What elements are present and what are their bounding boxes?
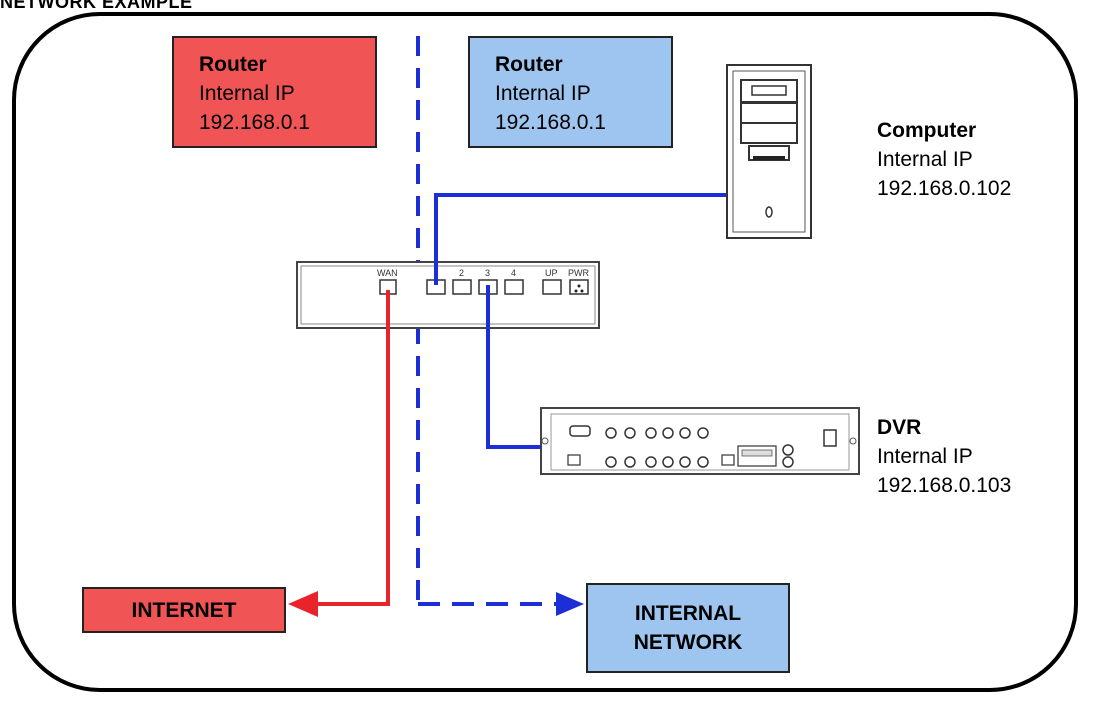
lan-cable-computer <box>434 193 726 285</box>
dvr-ip-label: Internal IP <box>877 445 973 468</box>
router-lan-label: Router Internal IP 192.168.0.1 <box>468 36 673 148</box>
computer-tower-icon <box>726 64 812 239</box>
computer-ip-label: Internal IP <box>877 148 973 171</box>
router-lan-ip-label: Internal IP <box>495 82 591 105</box>
arrow-left-icon <box>288 591 318 617</box>
router-wan-ip: 192.168.0.1 <box>199 111 310 134</box>
computer-title: Computer <box>877 119 977 142</box>
wan-cable-internet <box>316 290 390 606</box>
internal-network-box: INTERNAL NETWORK <box>586 583 790 673</box>
arrow-right-icon <box>556 592 584 616</box>
internal-network-line-1: INTERNAL <box>634 602 742 625</box>
internal-network-line-2: NETWORK <box>633 631 743 654</box>
lan-cable-dvr <box>486 285 541 449</box>
router-wan-label: Router Internal IP 192.168.0.1 <box>172 36 377 148</box>
router-wan-title: Router <box>199 53 267 76</box>
dvr-title: DVR <box>877 416 922 439</box>
network-switch-icon: WAN 2 3 4 UP PWR <box>296 261 600 329</box>
dvr-label: DVR Internal IP 192.168.0.103 <box>877 413 1011 500</box>
router-wan-ip-label: Internal IP <box>199 82 295 105</box>
diagram-frame <box>12 12 1078 692</box>
router-lan-title: Router <box>495 53 563 76</box>
port-label-2: 2 <box>459 268 464 278</box>
router-lan-ip: 192.168.0.1 <box>495 111 606 134</box>
port-label-3: 3 <box>485 268 490 278</box>
page-heading: NETWORK EXAMPLE <box>0 0 193 12</box>
port-label-wan: WAN <box>377 268 398 278</box>
port-label-4: 4 <box>511 268 516 278</box>
computer-ip: 192.168.0.102 <box>877 177 1012 200</box>
computer-label: Computer Internal IP 192.168.0.102 <box>877 116 1011 203</box>
dvr-device-icon <box>540 407 860 475</box>
internet-box: INTERNET <box>82 587 286 633</box>
port-label-pwr: PWR <box>568 268 589 278</box>
port-label-up: UP <box>545 268 558 278</box>
dvr-ip: 192.168.0.103 <box>877 474 1012 497</box>
internet-label: INTERNET <box>131 598 237 622</box>
